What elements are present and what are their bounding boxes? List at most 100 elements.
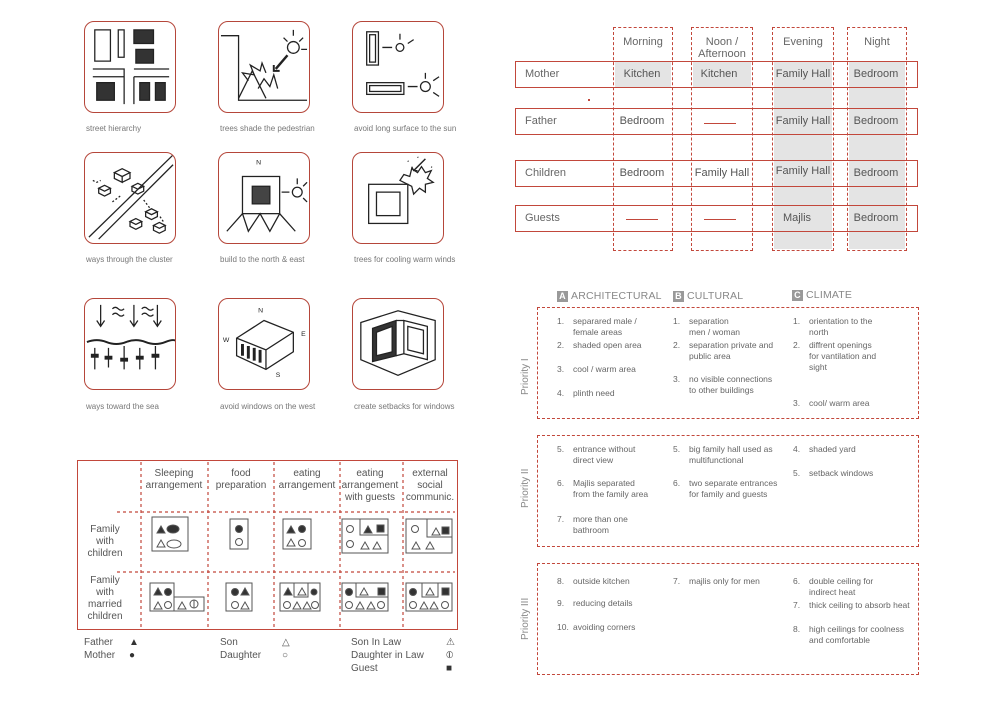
street-hierarchy-sketch bbox=[84, 21, 176, 113]
priority-item-text: separation men / woman bbox=[689, 316, 741, 337]
priority-item-number: 1. bbox=[673, 316, 681, 326]
sketch-caption: build to the north & east bbox=[220, 255, 305, 264]
family-col-header: external social communic. bbox=[405, 468, 455, 503]
priority-item-text: more than one bathroom bbox=[573, 514, 628, 535]
priority-item: 5.big family hall used as multifunctiona… bbox=[673, 444, 773, 480]
priority-item-number: 3. bbox=[557, 364, 565, 374]
priority-item: 5. setback windows bbox=[793, 468, 903, 504]
cooling-trees-sketch bbox=[352, 152, 444, 244]
compass-n: N bbox=[256, 160, 261, 167]
daughter-symbol: ○ bbox=[282, 650, 289, 661]
mother-symbol: ● bbox=[129, 650, 136, 661]
priority-item-text: reducing details bbox=[573, 598, 633, 608]
row-band bbox=[515, 61, 918, 88]
west-windows-sketch: N W E S bbox=[218, 298, 310, 390]
priority-item-number: 2. bbox=[557, 340, 565, 350]
priority-item-text: entrance without direct view bbox=[573, 444, 636, 465]
priority-box bbox=[537, 435, 919, 547]
priority-title: Priority II bbox=[520, 468, 531, 508]
son-in-law-symbol: ⚠ bbox=[446, 637, 455, 648]
priority-item: 5. entrance without direct view bbox=[557, 444, 652, 480]
time-header: Morning bbox=[623, 36, 663, 48]
sketch-caption: street hierarchy bbox=[86, 124, 142, 133]
compass-e: E bbox=[301, 331, 306, 338]
priority-item-text: double ceiling for indirect heat bbox=[809, 576, 874, 597]
priority-item: 8.high ceilings for coolness and comfort… bbox=[793, 624, 904, 660]
cluster-path-sketch bbox=[84, 152, 176, 244]
shade-cell bbox=[693, 62, 751, 87]
category-letter: C bbox=[792, 290, 803, 301]
priority-item-text: setback windows bbox=[809, 468, 874, 478]
empty-dash bbox=[626, 219, 658, 220]
priority-item-number: 7. bbox=[673, 576, 681, 586]
priority-item: 2.separation private and public area bbox=[673, 340, 773, 376]
priority-item-number: 1. bbox=[557, 316, 565, 326]
priority-item: 4.plinth need bbox=[557, 388, 652, 424]
priority-item-number: 6. bbox=[557, 478, 565, 488]
priority-item-number: 5. bbox=[557, 444, 565, 454]
shade-cell bbox=[615, 62, 671, 87]
column-evening bbox=[772, 27, 834, 251]
column-morning bbox=[613, 27, 673, 251]
schedule-cell: Bedroom bbox=[619, 167, 665, 179]
legend-label: Daughter in Law bbox=[351, 650, 424, 661]
family-symbols bbox=[149, 516, 453, 612]
schedule-cell: Family Hall bbox=[775, 115, 831, 127]
family-table-grid bbox=[117, 462, 455, 628]
row-band bbox=[515, 160, 918, 187]
priority-item: 3.cool/ warm area bbox=[793, 398, 903, 434]
sketch-caption: create setbacks for windows bbox=[354, 402, 455, 411]
north-east-sketch: N bbox=[218, 152, 310, 244]
family-col-header: eating arrangement with guests bbox=[341, 468, 399, 503]
priority-item-text: shaded yard bbox=[809, 444, 856, 454]
schedule-cell: Kitchen bbox=[623, 68, 661, 80]
priority-item: 7. more than one bathroom bbox=[557, 514, 652, 550]
priority-item-number: 8. bbox=[557, 576, 565, 586]
category-letter: B bbox=[673, 291, 684, 302]
priority-item-text: orientation to the north bbox=[809, 316, 873, 337]
priority-item-text: diffrent openings for vantilation and si… bbox=[809, 340, 877, 372]
priority-item-number: 8. bbox=[793, 624, 801, 634]
priority-item-text: majlis only for men bbox=[689, 576, 760, 586]
dot bbox=[588, 99, 590, 101]
priority-item-text: separared male / female areas bbox=[573, 316, 637, 337]
legend-label: Son In Law bbox=[351, 637, 402, 648]
priority-item-number: 7. bbox=[557, 514, 565, 524]
priority-item-text: Majlis separated from the family area bbox=[573, 478, 649, 499]
sun-surface-sketch bbox=[352, 21, 444, 113]
schedule-cell: Bedroom bbox=[853, 212, 899, 224]
family-row-header: Family with married children bbox=[87, 575, 123, 622]
son-symbol: △ bbox=[282, 637, 290, 648]
priority-item-number: 5. bbox=[793, 468, 801, 478]
priority-item-number: 3. bbox=[673, 374, 681, 384]
setback-windows-sketch bbox=[352, 298, 444, 390]
family-col-header: food preparation bbox=[215, 468, 267, 491]
compass-s: S bbox=[276, 372, 281, 379]
category-name: CLIMATE bbox=[806, 289, 853, 301]
family-row-header: Family with children bbox=[87, 524, 123, 559]
priority-item: 2.shaded open area bbox=[557, 340, 652, 376]
legend-label: Guest bbox=[351, 663, 378, 674]
priority-item-text: big family hall used as multifunctional bbox=[689, 444, 773, 465]
priority-item: 7.thick ceiling to absorb heat bbox=[793, 600, 910, 636]
schedule-cell: Bedroom bbox=[853, 115, 899, 127]
legend-label: Son bbox=[220, 637, 238, 648]
schedule-cell: Bedroom bbox=[853, 68, 899, 80]
priority-title: Priority III bbox=[520, 597, 531, 640]
row-band bbox=[515, 205, 918, 232]
row-label: Guests bbox=[525, 212, 560, 224]
priority-item-number: 4. bbox=[793, 444, 801, 454]
schedule-cell: Family Hall bbox=[775, 68, 831, 80]
time-header: Noon / Afternoon bbox=[698, 36, 746, 60]
row-band bbox=[515, 108, 918, 135]
legend-label: Mother bbox=[84, 650, 116, 661]
sketch-caption: avoid long surface to the sun bbox=[354, 124, 457, 133]
priority-item: 7. majlis only for men bbox=[673, 576, 773, 612]
time-header: Evening bbox=[783, 36, 823, 48]
time-header: Night bbox=[864, 36, 890, 48]
priority-item-number: 3. bbox=[793, 398, 801, 408]
shade-column bbox=[849, 62, 905, 249]
